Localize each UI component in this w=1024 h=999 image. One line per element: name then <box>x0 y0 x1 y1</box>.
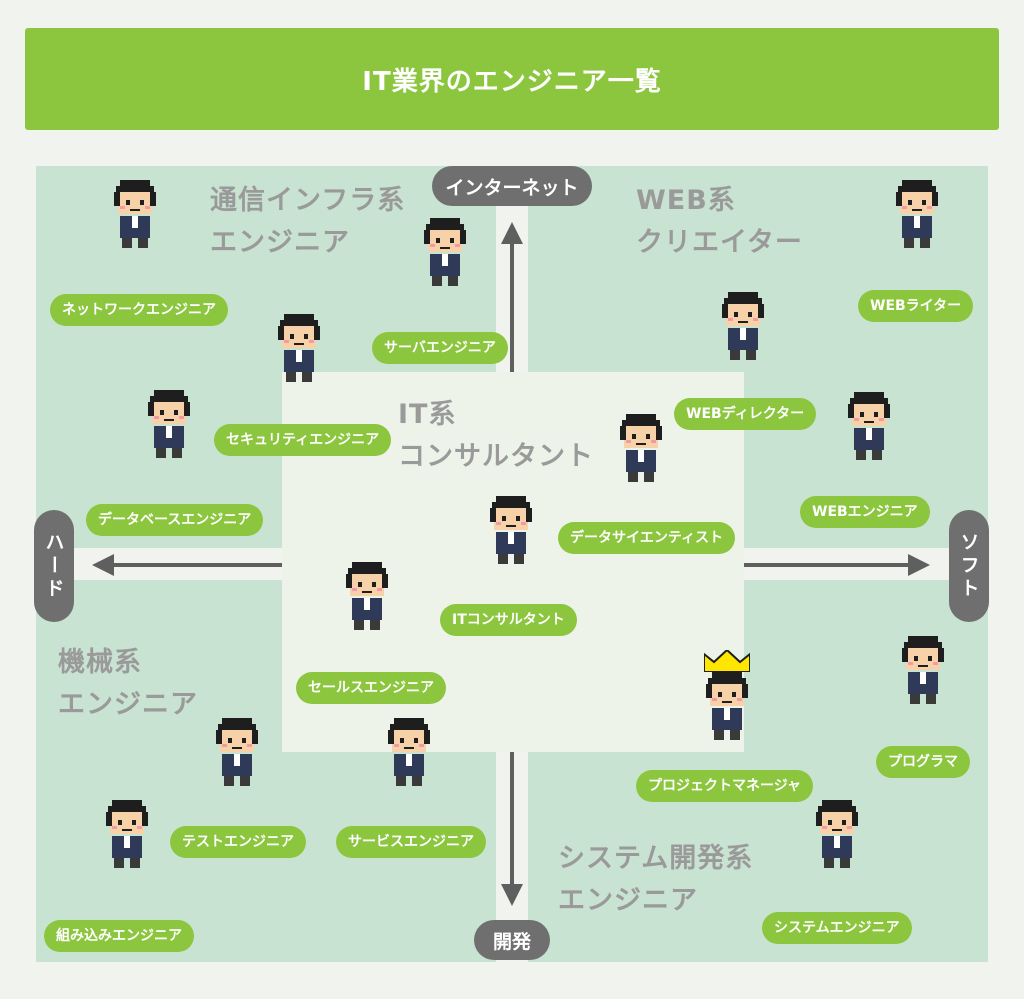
category-consult-line2: コンサルタント <box>398 440 594 472</box>
arrow-up-head <box>501 222 523 244</box>
category-machine-line2: エンジニア <box>58 688 198 720</box>
database-engineer-icon <box>148 390 190 458</box>
role-data-scientist: データサイエンティスト <box>558 522 736 554</box>
data-scientist-icon <box>620 414 662 482</box>
web-writer-icon <box>896 180 938 248</box>
arrow-left-head <box>92 554 114 576</box>
category-web: WEB系 クリエイター <box>636 180 803 264</box>
role-system-engineer: システムエンジニア <box>762 912 912 944</box>
arrow-down-head <box>501 884 523 906</box>
project-manager-icon <box>706 672 748 740</box>
service-engineer-icon <box>388 718 430 786</box>
system-engineer-icon <box>816 800 858 868</box>
category-machine-line1: 機械系 <box>58 647 142 678</box>
title-bar: IT業界のエンジニア一覧 <box>25 28 999 130</box>
programmer-icon <box>902 636 944 704</box>
arrow-right-head <box>908 554 930 576</box>
axis-label-internet: インターネット <box>432 166 592 206</box>
sales-engineer-icon <box>346 562 388 630</box>
role-it-consultant: ITコンサルタント <box>440 604 577 636</box>
role-network-engineer: ネットワークエンジニア <box>50 294 228 326</box>
role-embedded-engineer: 組み込みエンジニア <box>44 920 194 952</box>
role-web-engineer: WEBエンジニア <box>800 496 930 528</box>
role-test-engineer: テストエンジニア <box>170 826 306 858</box>
security-engineer-icon <box>278 314 320 382</box>
role-web-director: WEBディレクター <box>674 398 817 430</box>
axis-label-development: 開発 <box>474 920 550 960</box>
embedded-engineer-icon <box>106 800 148 868</box>
category-web-line2: クリエイター <box>636 226 803 258</box>
axis-label-hardware: ハード <box>34 510 74 622</box>
web-engineer-icon <box>848 392 890 460</box>
crown-icon <box>704 650 750 672</box>
role-web-writer: WEBライター <box>858 290 974 322</box>
role-database-engineer: データベースエンジニア <box>86 504 264 536</box>
role-service-engineer: サービスエンジニア <box>336 826 486 858</box>
web-director-icon <box>722 292 764 360</box>
page-title: IT業界のエンジニア一覧 <box>362 66 662 97</box>
axis-label-software: ソフト <box>949 510 989 622</box>
category-web-line1: WEB系 <box>636 185 736 216</box>
category-machine: 機械系 エンジニア <box>58 642 198 726</box>
network-engineer-icon <box>114 180 156 248</box>
role-sales-engineer: セールスエンジニア <box>296 672 446 704</box>
role-server-engineer: サーバエンジニア <box>372 332 508 364</box>
category-infra-line1: 通信インフラ系 <box>210 185 406 216</box>
category-infra: 通信インフラ系 エンジニア <box>210 180 405 264</box>
server-engineer-icon <box>424 218 466 286</box>
category-system: システム開発系 エンジニア <box>558 838 753 922</box>
role-security-engineer: セキュリティエンジニア <box>214 424 392 456</box>
category-consult: IT系 コンサルタント <box>398 394 594 478</box>
role-programmer: プログラマ <box>876 746 970 778</box>
category-system-line1: システム開発系 <box>558 843 754 874</box>
category-consult-line1: IT系 <box>398 399 457 430</box>
test-engineer-icon <box>216 718 258 786</box>
category-infra-line2: エンジニア <box>210 226 350 258</box>
role-project-manager: プロジェクトマネージャ <box>636 770 814 802</box>
it-consultant-icon <box>490 496 532 564</box>
category-system-line2: エンジニア <box>558 884 698 916</box>
